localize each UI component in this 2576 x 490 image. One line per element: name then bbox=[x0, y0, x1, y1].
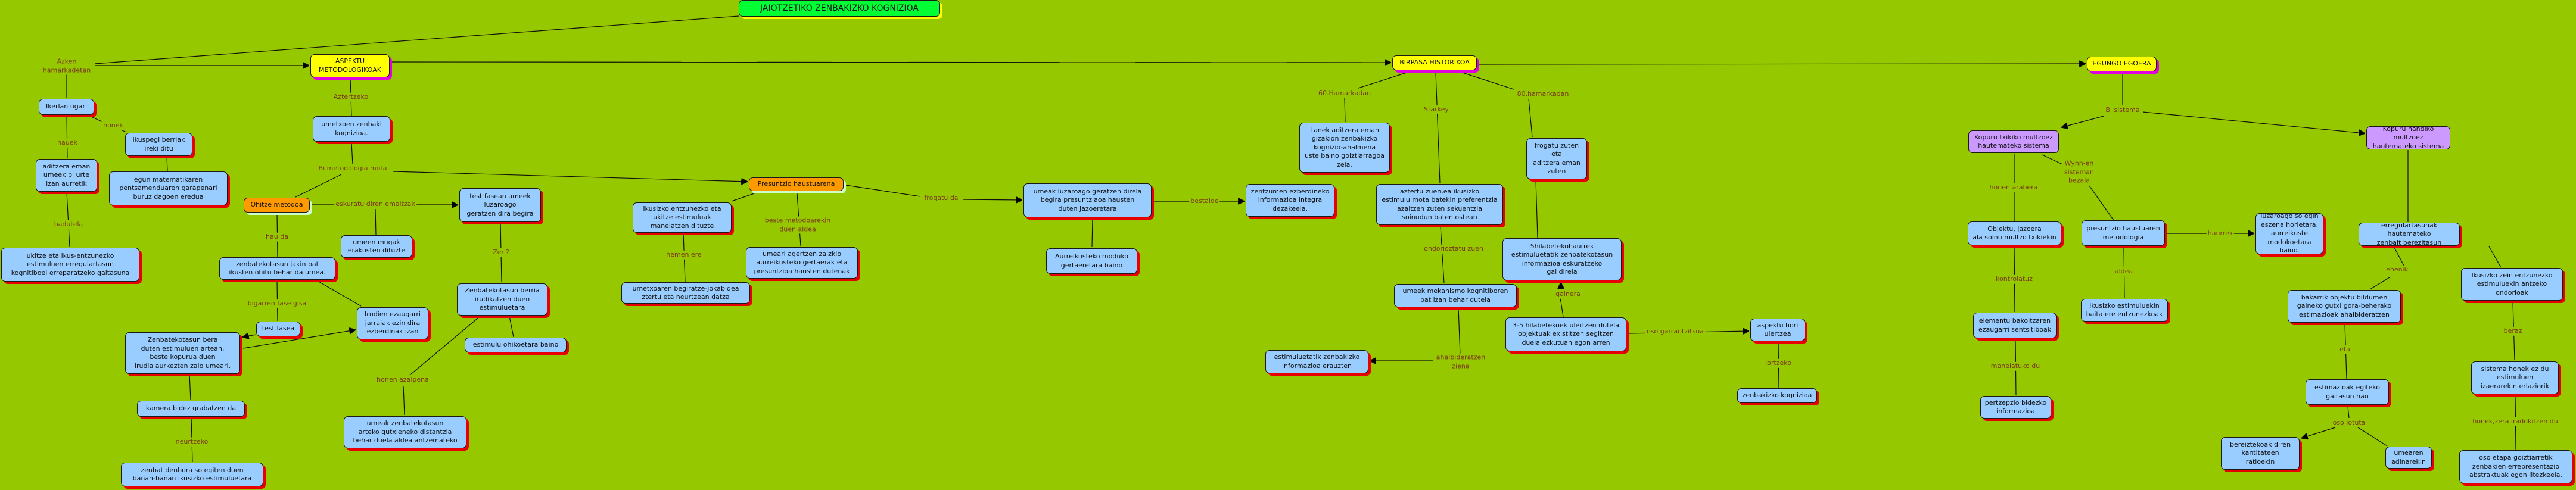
link-label: honen azalpena bbox=[375, 375, 430, 385]
concept-node[interactable]: bakarrik objektu bildumen gaineko gutxi … bbox=[2288, 290, 2401, 323]
concept-node[interactable]: aztertu zuen,ea ikusizko estimulu mota b… bbox=[1376, 184, 1503, 225]
concept-node[interactable]: Ikusizko zein entzunezko estimuluekin an… bbox=[2461, 268, 2563, 301]
link-label: Azken hamarkadetan bbox=[41, 57, 92, 75]
concept-node[interactable]: 3-5 hilabetekoek ulertzen dutela objektu… bbox=[1505, 317, 1626, 351]
link-label: Zeri? bbox=[491, 248, 511, 257]
link-label: gainera bbox=[1554, 289, 1582, 299]
concept-node[interactable]: Lanek aditzera eman gizakion zenbakizko … bbox=[1299, 123, 1390, 173]
link-label: bigarren fase gisa bbox=[246, 299, 308, 308]
system-kopuru-handiko[interactable]: Kopuru handiko multzoez hautemateko sist… bbox=[2366, 125, 2450, 150]
link-label: badutela bbox=[52, 220, 85, 229]
concept-node[interactable]: umearen adinarekin bbox=[2385, 447, 2432, 469]
concept-node[interactable]: luzaroago so egin eszena horietara, aurr… bbox=[2255, 212, 2323, 254]
concept-node[interactable]: umetxoen zenbaki kognizioa. bbox=[313, 116, 390, 142]
concept-node[interactable]: kamera bidez grabatzen da bbox=[137, 401, 245, 417]
link-label: maneiatuko du bbox=[1989, 361, 2042, 371]
concept-node[interactable]: erregulartasunak hautemateko zenbait ber… bbox=[2359, 221, 2460, 246]
topic-egungo-egoera[interactable]: EGUNGO EGOERA bbox=[2087, 57, 2157, 71]
link-label: ahalbideratzen ziena bbox=[1435, 353, 1487, 371]
concept-node[interactable]: estimuluetatik zenbakizko informazioa er… bbox=[1265, 350, 1368, 373]
concept-node[interactable]: umeari agertzen zaizkio aurreikusteko ge… bbox=[746, 247, 858, 279]
concept-node[interactable]: Zenbatekotasun berria irudikatzen duen e… bbox=[457, 283, 547, 316]
link-label: Bi sistema bbox=[2104, 105, 2141, 115]
link-label: neurtzeko bbox=[174, 437, 210, 447]
concept-node[interactable]: umeek mekanismo kognitiboren bat izan be… bbox=[1394, 284, 1517, 307]
link-label: 80.hamarkadan bbox=[1516, 89, 1570, 99]
concept-node[interactable]: ikusizko estimuluekin baita ere entzunez… bbox=[2081, 299, 2168, 322]
concept-node[interactable]: Ikusizko,entzunezko eta ukitze estimulua… bbox=[633, 202, 732, 233]
link-label: beste metodoarekin duen aldea bbox=[763, 216, 832, 234]
concept-node[interactable]: zenbatekotasun jakin bat ikusten ohitu b… bbox=[219, 257, 335, 280]
concept-node[interactable]: zenbakizko kognizioa bbox=[1737, 388, 1817, 403]
link-label: hau da bbox=[265, 232, 290, 242]
system-kopuru-txikiko[interactable]: Kopuru txikiko multzoez hautemateko sist… bbox=[1968, 130, 2059, 153]
concept-node[interactable]: presuntzio haustuaren metodologia bbox=[2082, 220, 2165, 246]
concept-node[interactable]: sistema honek ez du estimuluen izaerarek… bbox=[2471, 361, 2559, 394]
link-label: 60.Hamarkadan bbox=[1317, 89, 1373, 98]
concept-node[interactable]: ukitze eta ikus-entzunezko estimuluen er… bbox=[1, 248, 139, 282]
link-label: eskuratu diren emaitzak bbox=[334, 199, 416, 209]
link-label: Wynn-en sisteman bezala bbox=[2062, 159, 2096, 185]
concept-node[interactable]: estimazioak egiteko gaitasun hau bbox=[2306, 379, 2389, 405]
link-label: ondorioztatu zuen bbox=[1423, 244, 1485, 254]
link-label: kontrolatuz bbox=[1995, 274, 2034, 284]
concept-node[interactable]: test fasea bbox=[256, 322, 300, 336]
link-label: bestalde bbox=[1189, 196, 1220, 206]
link-label: honek bbox=[102, 121, 125, 130]
concept-node[interactable]: aditzera eman umeek bi urte izan aurreti… bbox=[36, 159, 97, 192]
link-label: oso lotuta bbox=[2331, 418, 2367, 427]
link-label: honek,zera iradokitzen du bbox=[2471, 417, 2559, 426]
link-label: aldea bbox=[2113, 267, 2135, 276]
concept-node[interactable]: aspektu hori ulertzea bbox=[1750, 319, 1805, 341]
concept-node[interactable]: umeak zenbatekotasun arteko gutxieneko d… bbox=[344, 416, 466, 448]
concept-node[interactable]: ikuspegi berriak ireki ditu bbox=[125, 133, 192, 156]
link-label: frogatu da bbox=[923, 193, 960, 203]
topic-birpasa-historikoa[interactable]: BIRPASA HISTORIKOA bbox=[1392, 55, 1477, 70]
link-label: Aztertzeko bbox=[332, 92, 370, 102]
link-label: hauek bbox=[56, 138, 79, 148]
link-label: lehenik bbox=[2383, 265, 2409, 274]
topic-aspektu-metodologikoak[interactable]: ASPEKTU METODOLOGIKOAK bbox=[310, 54, 390, 77]
concept-node[interactable]: umetxoaren begiratze-jokabidea ztertu et… bbox=[621, 282, 750, 304]
concept-node[interactable]: zentzumen ezberdineko informazioa integr… bbox=[1246, 184, 1334, 217]
concept-node[interactable]: umeak luzaroago geratzen direla begira p… bbox=[1023, 183, 1152, 217]
concept-node[interactable]: zenbat denbora so egiten duen banan-bana… bbox=[121, 463, 263, 486]
concept-node[interactable]: 5hilabetekohaurrek estimuluetatik zenbat… bbox=[1502, 238, 1622, 280]
concept-node[interactable]: Irudien ezaugarri jarraiak ezin dira ezb… bbox=[357, 307, 428, 339]
concept-node[interactable]: bereiztekoak diren kantitateen ratioekin bbox=[2221, 437, 2300, 470]
method-ohitze[interactable]: Ohitze metodoa bbox=[244, 198, 310, 213]
link-label: lortzeko bbox=[1764, 358, 1793, 368]
concept-node[interactable]: elementu bakoitzaren ezaugarri sentsitib… bbox=[1973, 313, 2057, 338]
concept-node[interactable]: Aurreikusteko moduko gertaeretara baino bbox=[1046, 248, 1137, 274]
concept-node[interactable]: test fasean umeek luzaroago geratzen dir… bbox=[459, 188, 541, 222]
link-label: Bi metodologia mota bbox=[317, 164, 388, 173]
concept-node[interactable]: frogatu zuten eta aditzera eman zuten bbox=[1526, 138, 1587, 179]
link-label: Starkey bbox=[1423, 105, 1450, 114]
link-label: oso garrantzitsua bbox=[1645, 327, 1705, 336]
map-title: JAIOTZETIKO ZENBAKIZKO KOGNIZIOA bbox=[739, 0, 940, 17]
concept-node[interactable]: egun matematikaren pentsamenduaren garap… bbox=[109, 171, 228, 205]
link-label: eta bbox=[2338, 345, 2351, 354]
method-presuntzio[interactable]: Presuntzio haustuarena bbox=[749, 177, 844, 191]
concept-node[interactable]: estimulu ohikoetara baino bbox=[465, 338, 567, 352]
link-label: haurrek bbox=[2206, 229, 2235, 238]
link-label: beraz bbox=[2502, 326, 2524, 336]
concept-node[interactable]: oso etapa goiztiarretik zenbakien errepr… bbox=[2459, 450, 2572, 483]
link-label: hemen ere bbox=[665, 250, 703, 260]
concept-node[interactable]: Zenbatekotasun bera duten estimuluen art… bbox=[125, 332, 240, 374]
concept-node[interactable]: Ikerlan ugari bbox=[39, 99, 94, 115]
concept-node[interactable]: umeen mugak erakusten dituzte bbox=[341, 235, 412, 258]
link-label: honen arabera bbox=[1988, 183, 2039, 192]
concept-node[interactable]: pertzepzio bidezko informazioa bbox=[1980, 396, 2051, 419]
concept-node[interactable]: Objektu, jazoera ala soinu multzo txikie… bbox=[1968, 221, 2061, 245]
